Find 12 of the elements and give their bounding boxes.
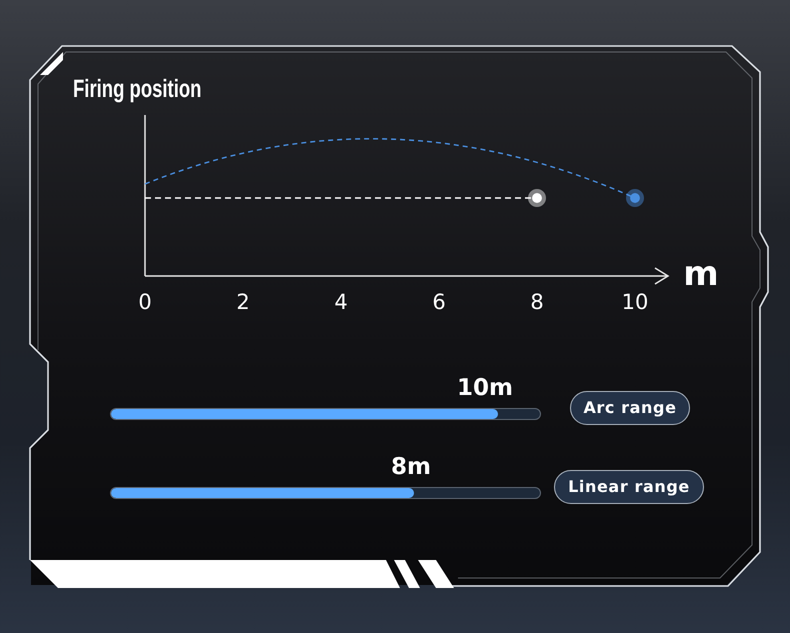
axis-tick-label: 2	[236, 289, 250, 315]
axis-unit-label: m	[683, 254, 719, 294]
axis-tick-label: 10	[622, 289, 648, 315]
axis-tick-label: 0	[138, 289, 152, 315]
range-tag: Linear range	[554, 470, 704, 504]
axis-tick-label: 4	[334, 289, 348, 315]
axis-tick-label: 6	[432, 289, 446, 315]
axis-tick-label: 8	[530, 289, 544, 315]
value-label: 10m	[457, 374, 513, 403]
range-tag: Arc range	[570, 391, 690, 425]
panel-title: Firing position	[73, 74, 202, 104]
value-label: 8m	[391, 453, 431, 482]
